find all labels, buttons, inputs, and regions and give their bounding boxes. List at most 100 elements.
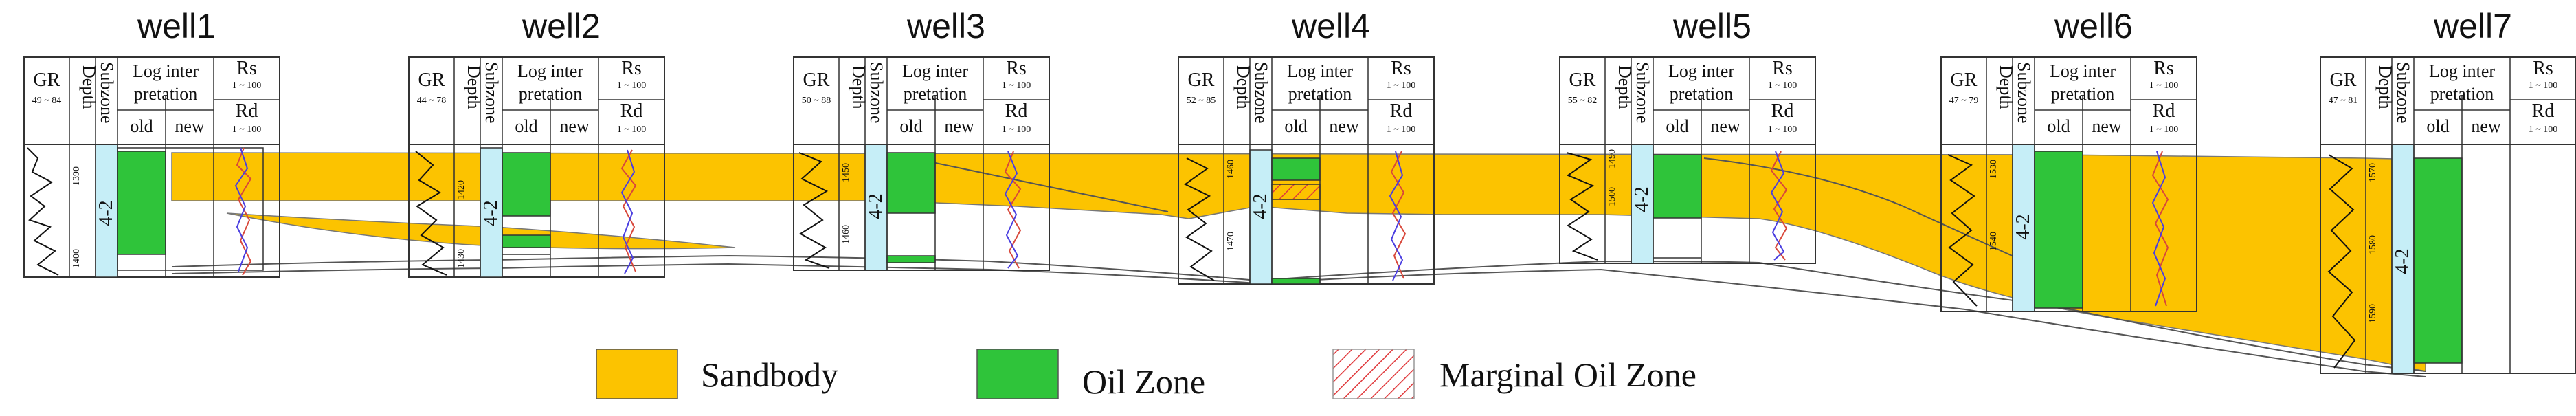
svg-text:52 ~ 85: 52 ~ 85 (1187, 96, 1216, 106)
svg-text:Subzone: Subzone (2393, 62, 2413, 124)
svg-text:Log inter: Log inter (2429, 61, 2495, 81)
svg-text:1 ~ 100: 1 ~ 100 (1002, 80, 1031, 91)
svg-text:Rs: Rs (1391, 58, 1411, 79)
svg-text:Rd: Rd (2532, 100, 2555, 122)
svg-text:Rd: Rd (2153, 100, 2175, 122)
svg-text:old: old (899, 116, 922, 136)
svg-text:pretation: pretation (2051, 84, 2114, 104)
svg-text:pretation: pretation (134, 84, 197, 104)
svg-text:1 ~ 100: 1 ~ 100 (232, 124, 262, 135)
svg-text:new: new (559, 116, 590, 136)
svg-text:old: old (2426, 116, 2449, 136)
svg-text:4-2: 4-2 (2013, 214, 2034, 239)
svg-text:new: new (175, 116, 205, 136)
svg-text:Depth: Depth (464, 65, 484, 109)
svg-text:GR: GR (1188, 69, 1215, 91)
svg-text:old: old (515, 116, 537, 136)
legend-item-marginal-oil-zone: Marginal Oil Zone (1332, 349, 1696, 399)
svg-text:new: new (2092, 116, 2122, 136)
svg-text:Rs: Rs (236, 58, 257, 79)
sandbody-swatch (596, 349, 678, 399)
svg-text:1580: 1580 (2368, 235, 2378, 254)
svg-text:47 ~ 81: 47 ~ 81 (2329, 96, 2358, 106)
oil-zone-swatch (976, 349, 1059, 399)
svg-text:pretation: pretation (2430, 84, 2494, 104)
svg-text:47 ~ 79: 47 ~ 79 (1949, 96, 1979, 106)
svg-text:Subzone: Subzone (2014, 62, 2034, 124)
svg-text:pretation: pretation (904, 84, 967, 104)
svg-text:Log inter: Log inter (1287, 61, 1353, 81)
svg-text:1400: 1400 (71, 249, 82, 268)
svg-text:49 ~ 84: 49 ~ 84 (32, 96, 62, 106)
svg-text:1420: 1420 (456, 180, 467, 199)
svg-text:1 ~ 100: 1 ~ 100 (1387, 80, 1416, 91)
well-title: well2 (522, 7, 601, 45)
svg-text:pretation: pretation (519, 84, 582, 104)
legend: Sandbody Oil Zone Marginal Oil Zone (596, 349, 1696, 401)
svg-text:Subzone: Subzone (1633, 62, 1653, 124)
svg-text:Log inter: Log inter (2050, 61, 2116, 81)
svg-text:1 ~ 100: 1 ~ 100 (2149, 80, 2179, 91)
svg-text:Rd: Rd (1390, 100, 1413, 122)
svg-text:1 ~ 100: 1 ~ 100 (2529, 124, 2558, 135)
svg-text:Depth: Depth (1996, 65, 2016, 109)
svg-text:Subzone: Subzone (482, 62, 502, 124)
svg-text:Depth: Depth (1233, 65, 1253, 109)
svg-text:Rd: Rd (1005, 100, 1028, 122)
svg-text:new: new (2471, 116, 2501, 136)
svg-text:old: old (1666, 116, 1688, 136)
svg-text:1540: 1540 (1989, 232, 1999, 251)
svg-text:GR: GR (418, 69, 445, 91)
legend-label-marginal-oil-zone: Marginal Oil Zone (1440, 355, 1696, 394)
svg-text:1 ~ 100: 1 ~ 100 (232, 80, 262, 91)
svg-text:55 ~ 82: 55 ~ 82 (1568, 96, 1598, 106)
svg-text:Log inter: Log inter (133, 61, 199, 81)
svg-text:1500: 1500 (1607, 187, 1617, 206)
svg-text:Subzone: Subzone (866, 62, 886, 124)
svg-text:GR: GR (1569, 69, 1596, 91)
svg-text:1 ~ 100: 1 ~ 100 (617, 80, 647, 91)
svg-text:1 ~ 100: 1 ~ 100 (1768, 80, 1797, 91)
svg-text:50 ~ 88: 50 ~ 88 (802, 96, 831, 106)
svg-text:GR: GR (34, 69, 60, 91)
svg-text:1490: 1490 (1607, 149, 1617, 168)
well-6: well6 GR 47 ~ 79 Depth Subzone Log inter… (1940, 7, 2197, 312)
well-7: well7 GR 47 ~ 81 Depth Subzone Log inter… (2320, 7, 2576, 374)
legend-item-sandbody: Sandbody (596, 349, 838, 399)
svg-text:pretation: pretation (1288, 84, 1352, 104)
well-3: well3 GR 50 ~ 88 Depth Subzone Log inter… (793, 7, 1050, 271)
svg-text:Depth: Depth (2375, 65, 2395, 109)
svg-text:Depth: Depth (1615, 65, 1635, 109)
svg-text:Subzone: Subzone (97, 62, 117, 124)
svg-text:4-2: 4-2 (1631, 186, 1653, 212)
svg-text:1 ~ 100: 1 ~ 100 (2149, 124, 2179, 135)
svg-text:1570: 1570 (2368, 163, 2378, 182)
svg-text:4-2: 4-2 (2392, 248, 2413, 274)
svg-text:Depth: Depth (79, 65, 99, 109)
legend-label-sandbody: Sandbody (701, 355, 838, 394)
svg-text:old: old (2047, 116, 2070, 136)
marginal-oil-zone-swatch (1332, 349, 1415, 399)
svg-text:Depth: Depth (849, 65, 869, 109)
well-title: well7 (2433, 7, 2512, 45)
svg-text:new: new (1710, 116, 1740, 136)
svg-text:4-2: 4-2 (480, 200, 502, 226)
svg-text:Log inter: Log inter (1668, 61, 1734, 81)
svg-text:GR: GR (2330, 69, 2357, 91)
svg-text:Rs: Rs (2153, 58, 2174, 79)
svg-text:Rs: Rs (1006, 58, 1027, 79)
svg-text:1460: 1460 (1226, 160, 1236, 179)
svg-text:Log inter: Log inter (902, 61, 968, 81)
well-5: well5 GR 55 ~ 82 Depth Subzone Log inter… (1559, 7, 1816, 264)
svg-text:pretation: pretation (1670, 84, 1733, 104)
svg-text:1450: 1450 (841, 163, 851, 182)
svg-text:4-2: 4-2 (865, 193, 886, 219)
svg-text:1460: 1460 (841, 225, 851, 244)
well-title: well5 (1672, 7, 1751, 45)
svg-text:Rs: Rs (1772, 58, 1793, 79)
svg-text:1390: 1390 (71, 166, 82, 186)
svg-text:44 ~ 78: 44 ~ 78 (417, 96, 447, 106)
svg-text:old: old (1284, 116, 1307, 136)
svg-text:Rd: Rd (236, 100, 258, 122)
legend-label-oil-zone: Oil Zone (1082, 362, 1205, 401)
